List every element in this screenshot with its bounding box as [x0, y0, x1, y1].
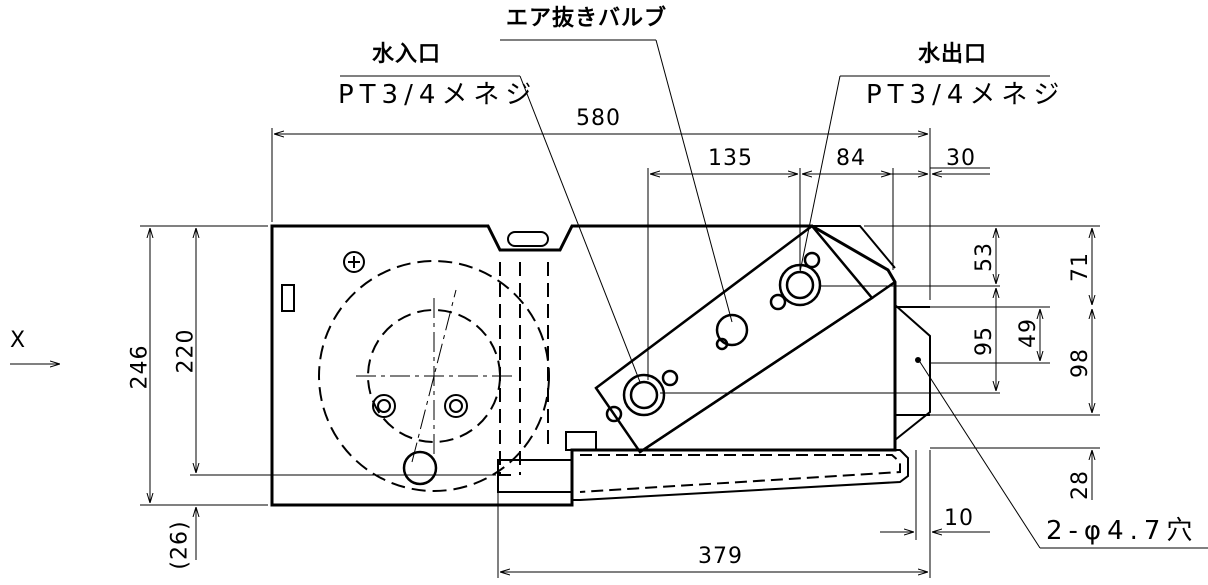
dim-body-height: 220 [173, 328, 199, 374]
screw-left [372, 394, 396, 418]
dim-base-offset: (26) [167, 520, 193, 570]
screw-right [444, 394, 468, 418]
outlet-fitting [769, 251, 822, 311]
water-outlet-thread-label: PT3/4メネジ [866, 80, 1066, 110]
dim-right-top: 53 [972, 242, 997, 272]
top-slot [507, 231, 549, 247]
dim-right-mid: 95 [972, 326, 997, 356]
holes-label: 2-φ4.7穴 [1046, 516, 1199, 546]
dim-bottom-span: 379 [698, 544, 743, 569]
view-marker-label: X [10, 328, 27, 353]
dim-right-outer: 71 [1068, 252, 1093, 282]
dim-right-bottom: 28 [1068, 470, 1093, 500]
water-outlet-label: 水出口 [918, 42, 988, 67]
side-slot [281, 284, 295, 312]
dim-right-lower: 98 [1068, 348, 1093, 378]
mount-hole [915, 357, 921, 363]
housing-outline [270, 224, 897, 507]
leader-lines [340, 39, 1208, 549]
one-sided-dimensions [196, 174, 1092, 560]
fan-centerlines [356, 289, 512, 463]
water-inlet-label: 水入口 [372, 42, 442, 67]
water-inlet-thread-label: PT3/4メネジ [338, 80, 538, 110]
inlet-fitting [605, 369, 679, 423]
extension-lines [140, 128, 1100, 578]
dim-inlet-to-vent: 135 [708, 146, 753, 171]
air-vent-valve [715, 313, 749, 351]
dim-outlet-to-edge: 30 [946, 146, 976, 171]
dim-bottom-offset: 10 [944, 506, 974, 531]
dim-overall-width: 580 [576, 106, 621, 131]
drain-port [402, 450, 438, 486]
bottom-tray [497, 431, 909, 501]
right-bracket [812, 225, 931, 441]
dim-right-small: 49 [1016, 318, 1041, 348]
screw-top-left [343, 251, 365, 273]
dimension-lines [150, 134, 1092, 572]
dim-vent-to-outlet: 84 [836, 146, 866, 171]
heat-exchanger-block [594, 224, 896, 454]
air-vent-label: エア抜きバルブ [506, 6, 668, 31]
dim-overall-height: 246 [127, 344, 153, 390]
